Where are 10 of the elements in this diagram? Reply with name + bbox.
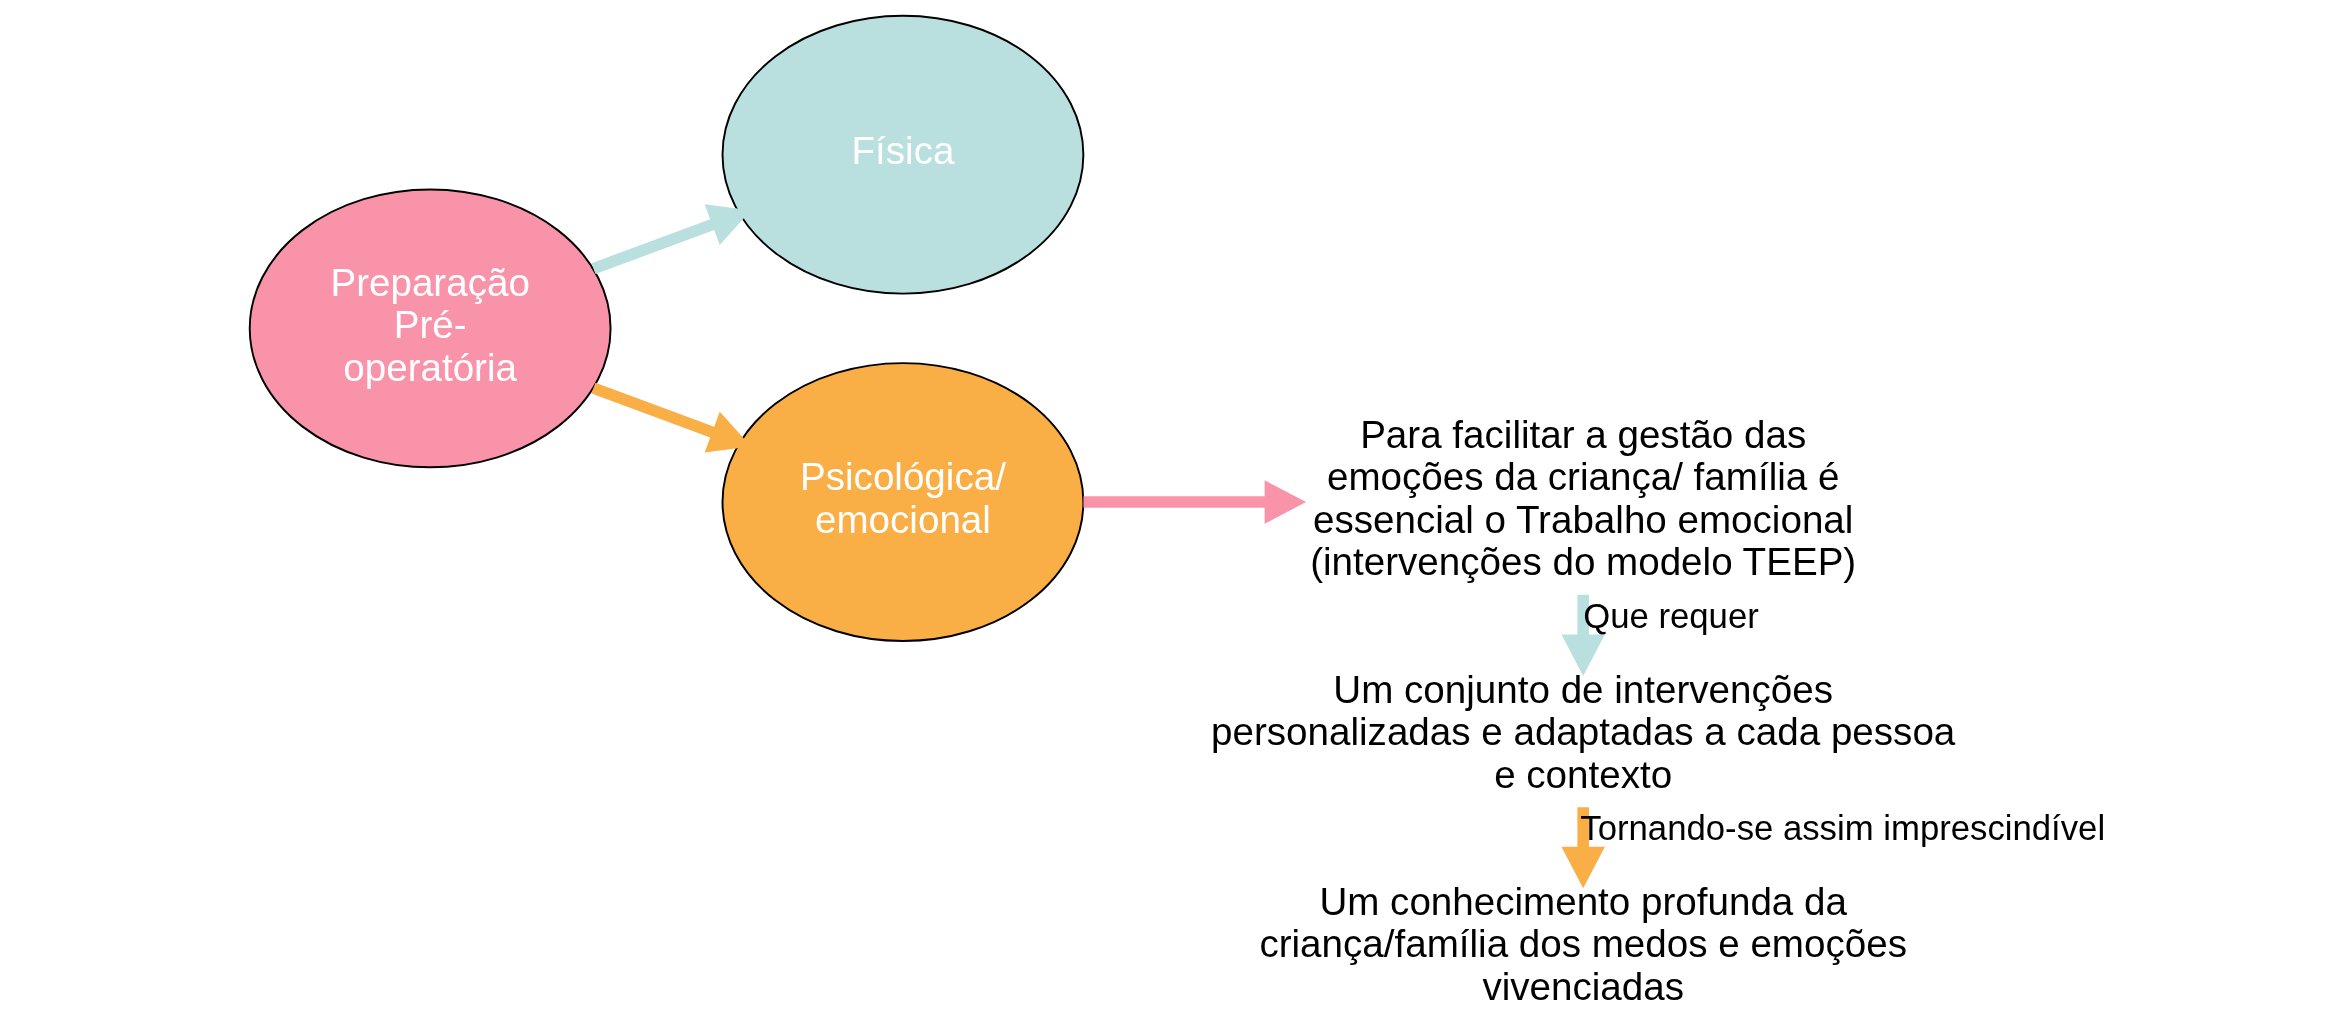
node-text: Um conhecimento profunda da criança/família dos medos e emoções vivenciadas xyxy=(1258,880,1907,1008)
arrow xyxy=(1082,480,1306,524)
node-ellipse: Psicológica/ emocional xyxy=(721,362,1084,642)
edge-label: Que requer xyxy=(1582,597,1759,636)
arrow xyxy=(1560,807,1605,889)
node-text: Para facilitar a gestão das emoções da criança/ família é essencial o Trabalho emocional (intervenções do modelo TEEP) xyxy=(1309,413,1856,584)
node-ellipse: Física xyxy=(721,14,1084,295)
arrow xyxy=(1560,594,1605,676)
node-ellipse: Preparação Pré- operatória xyxy=(248,188,612,469)
node-text: Um conjunto de intervenções personalizadas e adaptadas a cada pessoa e contexto xyxy=(1210,667,1955,796)
